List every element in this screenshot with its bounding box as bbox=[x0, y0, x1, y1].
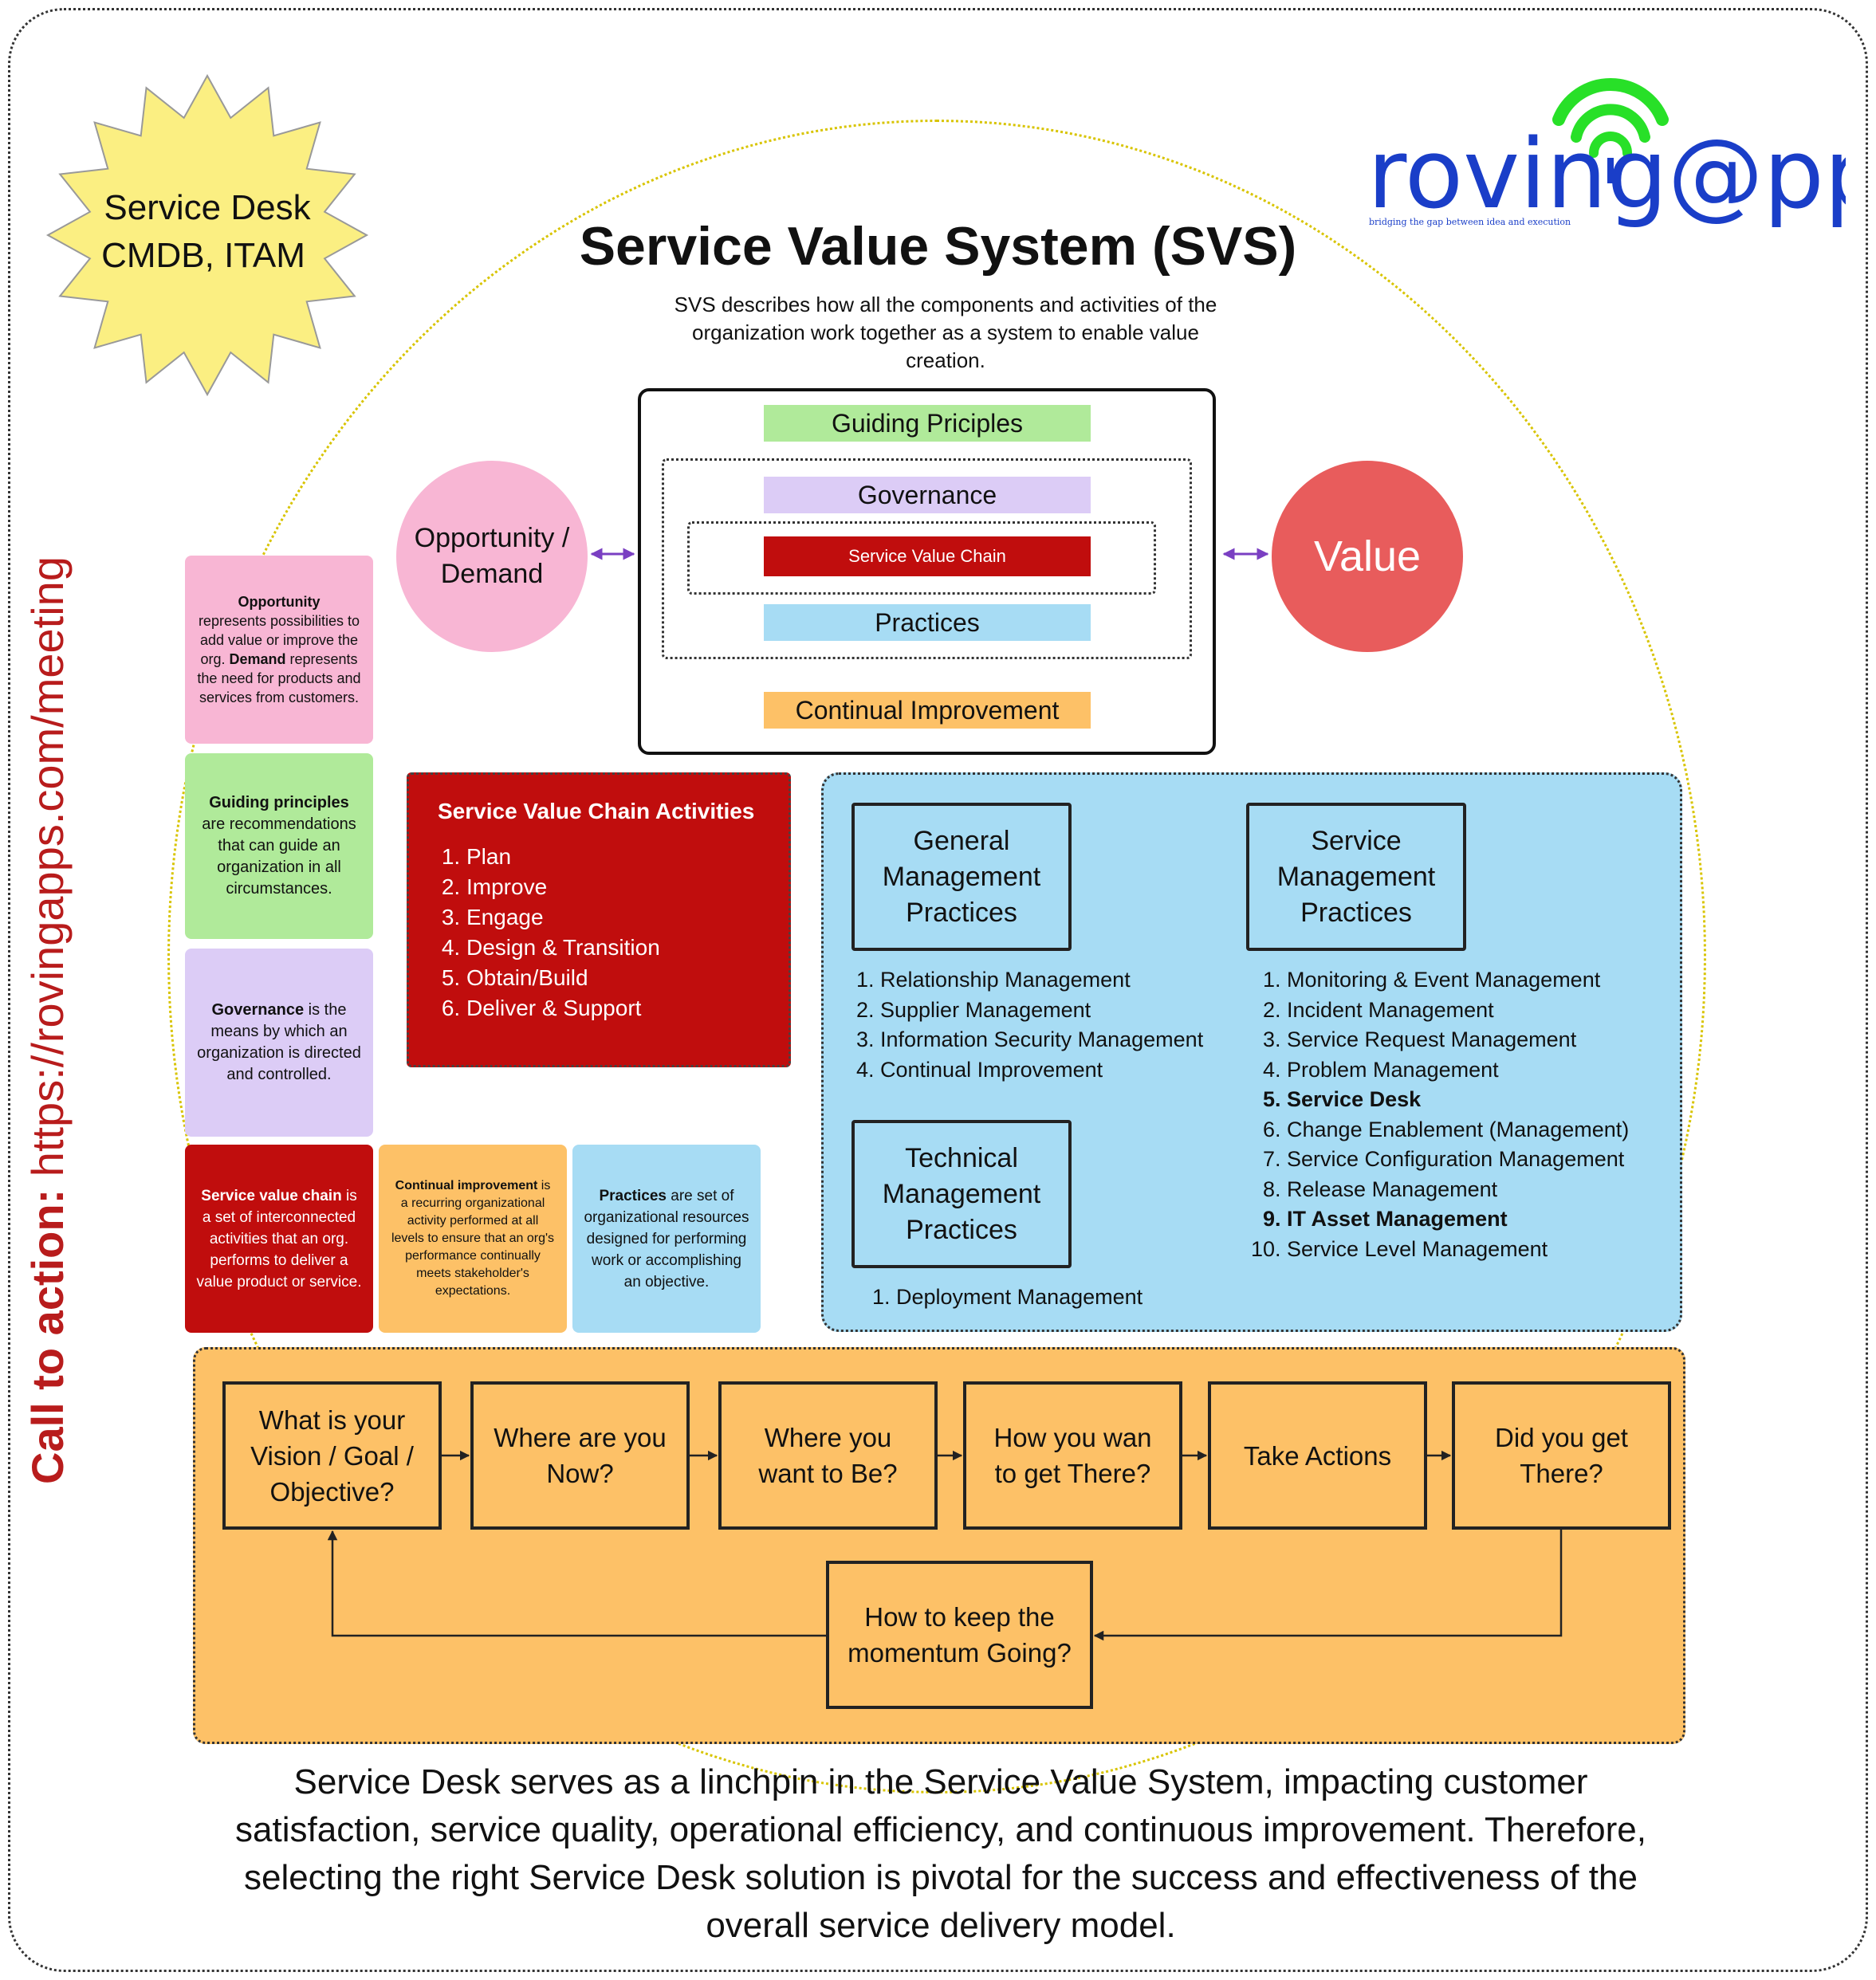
service-management-box: Service Management Practices bbox=[1246, 803, 1466, 951]
service-practice-item: Change Enablement (Management) bbox=[1287, 1115, 1681, 1145]
service-practice-item: Problem Management bbox=[1287, 1055, 1681, 1086]
general-management-box: General Management Practices bbox=[851, 803, 1072, 951]
cta-link[interactable]: https://rovingapps.com/meeting bbox=[22, 556, 73, 1177]
wifi-signal-icon: roving@pps bridging the gap between idea… bbox=[1367, 77, 1876, 230]
cta-label: Call to action: bbox=[22, 1188, 73, 1484]
svc-activity-item: Deliver & Support bbox=[466, 993, 789, 1023]
general-practice-item: Information Security Management bbox=[880, 1025, 1258, 1055]
service-practice-item: Service Request Management bbox=[1287, 1025, 1681, 1055]
service-practice-item: Service Configuration Management bbox=[1287, 1145, 1681, 1175]
summary-paragraph: Service Desk serves as a linchpin in the… bbox=[235, 1762, 1646, 1945]
starburst-line-2: CMDB, ITAM bbox=[101, 236, 305, 275]
service-practice-item: IT Asset Management bbox=[1287, 1204, 1681, 1235]
service-practice-item: Service Level Management bbox=[1287, 1235, 1681, 1265]
general-practice-item: Continual Improvement bbox=[880, 1055, 1258, 1086]
value-chain-boundary bbox=[687, 521, 1156, 595]
flow-step-vision: What is your Vision / Goal / Objective? bbox=[222, 1381, 442, 1530]
flow-step-how: How you wan to get There? bbox=[963, 1381, 1182, 1530]
svc-activity-item: Obtain/Build bbox=[466, 963, 789, 993]
svc-activity-item: Design & Transition bbox=[466, 933, 789, 963]
technical-practices-list: Deployment Management bbox=[859, 1283, 1210, 1313]
flow-step-momentum: How to keep the momentum Going? bbox=[826, 1561, 1093, 1709]
logo-wordmark: roving@pps bbox=[1367, 120, 1846, 230]
rovingapps-logo: roving@pps bridging the gap between idea… bbox=[1367, 48, 1876, 231]
note-governance: Governance is the means by which an orga… bbox=[185, 949, 373, 1137]
svc-activities-title: Service Value Chain Activities bbox=[438, 799, 755, 823]
flow-step-did: Did you get There? bbox=[1452, 1381, 1671, 1530]
general-practice-item: Supplier Management bbox=[880, 996, 1258, 1026]
service-practice-item: Incident Management bbox=[1287, 996, 1681, 1026]
svc-activity-item: Plan bbox=[466, 842, 789, 872]
note-practices: Practices are set of organizational reso… bbox=[572, 1145, 761, 1333]
flow-step-now: Where are you Now? bbox=[470, 1381, 690, 1530]
note-guiding-principles: Guiding principles are recommendations t… bbox=[185, 753, 373, 939]
starburst-badge: Service Desk CMDB, ITAM bbox=[45, 73, 369, 397]
svc-activity-item: Engage bbox=[466, 902, 789, 933]
page-title: Service Value System (SVS) bbox=[579, 216, 1297, 277]
note-service-value-chain: Service value chain is a set of intercon… bbox=[185, 1145, 373, 1333]
opportunity-demand-circle: Opportunity / Demand bbox=[396, 461, 588, 652]
service-practices-list: Monitoring & Event Management Incident M… bbox=[1250, 965, 1681, 1264]
service-value-chain-bar: Service Value Chain bbox=[764, 536, 1091, 576]
svc-activities-panel: Service Value Chain Activities Plan Impr… bbox=[407, 772, 791, 1067]
flow-step-actions: Take Actions bbox=[1208, 1381, 1427, 1530]
technical-practice-item: Deployment Management bbox=[896, 1283, 1210, 1313]
governance-bar: Governance bbox=[764, 477, 1091, 513]
general-practice-item: Relationship Management bbox=[880, 965, 1258, 996]
logo-tagline: bridging the gap between idea and execut… bbox=[1369, 217, 1571, 227]
service-practice-item: Service Desk bbox=[1287, 1085, 1681, 1115]
guiding-principles-bar: Guiding Priciples bbox=[764, 405, 1091, 442]
value-circle: Value bbox=[1272, 461, 1463, 652]
general-practices-list: Relationship Management Supplier Managem… bbox=[844, 965, 1258, 1085]
continual-improvement-bar: Continual Improvement bbox=[764, 692, 1091, 729]
flow-step-want: Where you want to Be? bbox=[718, 1381, 938, 1530]
note-continual-improvement: Continual improvement is a recurring org… bbox=[379, 1145, 567, 1333]
svs-circle-outline bbox=[167, 120, 1706, 1793]
service-practice-item: Monitoring & Event Management bbox=[1287, 965, 1681, 996]
governance-boundary bbox=[662, 458, 1192, 659]
page-subtitle: SVS describes how all the components and… bbox=[674, 293, 1217, 372]
technical-management-box: Technical Management Practices bbox=[851, 1120, 1072, 1268]
service-practice-item: Release Management bbox=[1287, 1175, 1681, 1205]
starburst-line-1: Service Desk bbox=[104, 188, 311, 227]
practices-bar: Practices bbox=[764, 604, 1091, 641]
page-frame bbox=[8, 8, 1868, 1972]
svc-activity-item: Improve bbox=[466, 872, 789, 902]
call-to-action: Call to action: https://rovingapps.com/m… bbox=[16, 542, 80, 1499]
